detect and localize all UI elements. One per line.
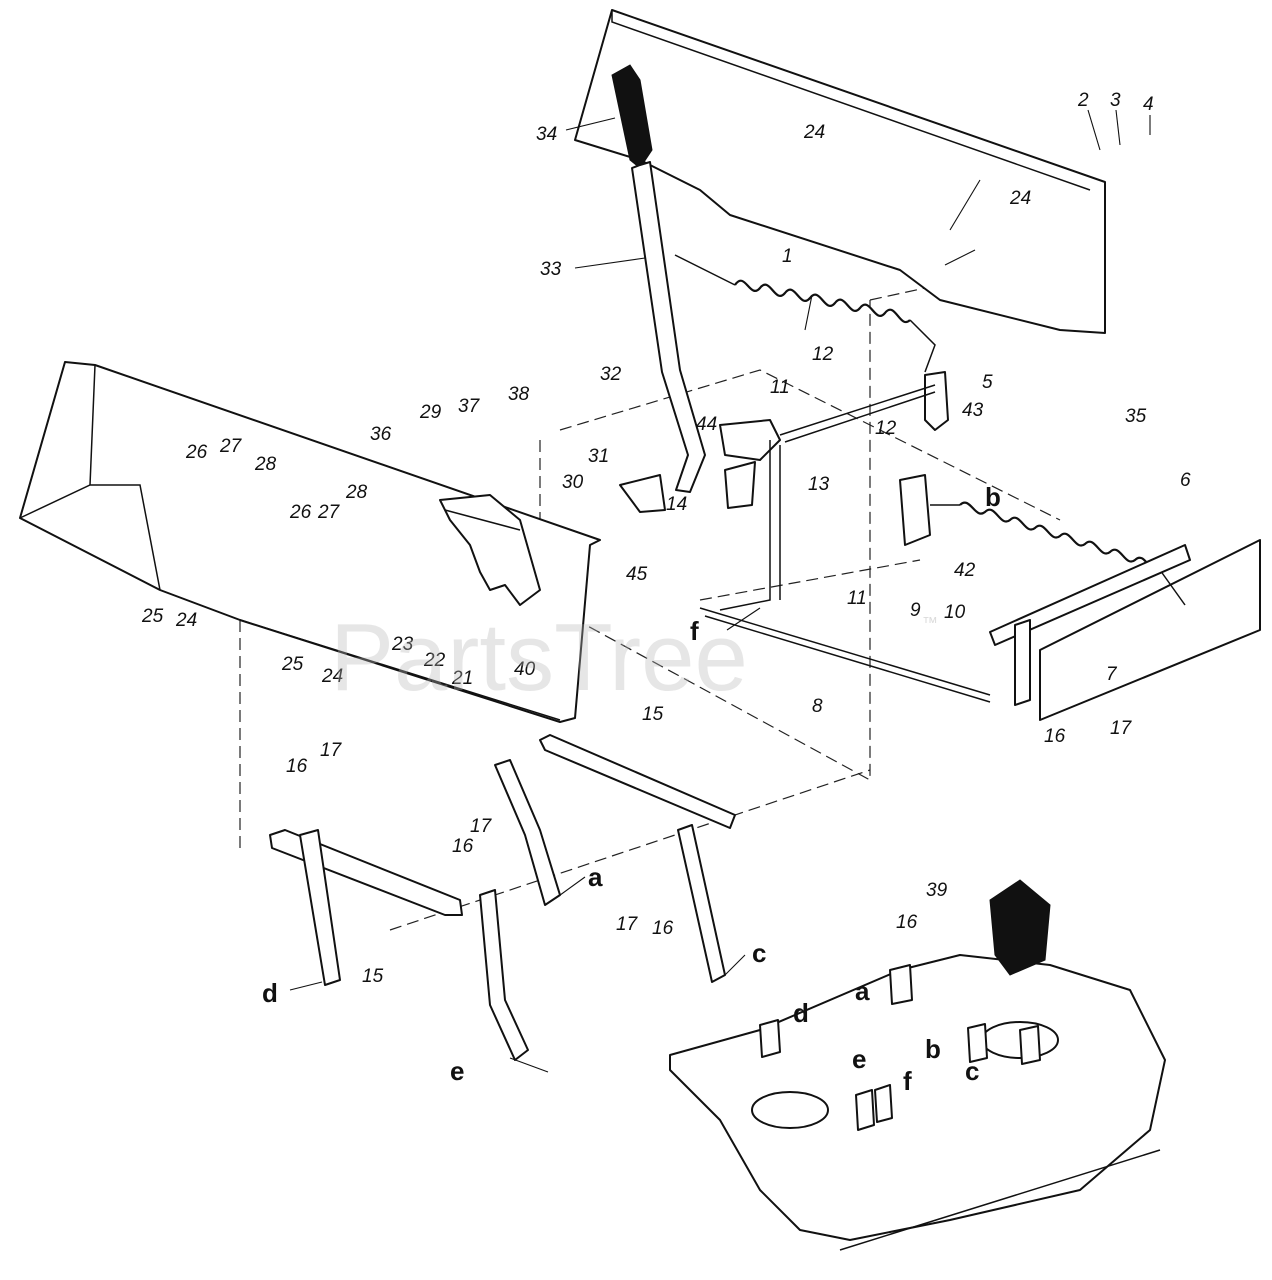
connection-letters: a a b b c c d d e e f f xyxy=(262,482,1001,1096)
callout-6: 6 xyxy=(1180,470,1191,491)
leader-lines xyxy=(289,109,1151,1073)
upper-panel xyxy=(574,9,1106,334)
callout-11a: 11 xyxy=(770,377,790,398)
center-linkage xyxy=(619,419,991,703)
lift-arm xyxy=(779,371,949,443)
callout-37: 37 xyxy=(458,396,481,417)
callout-3: 3 xyxy=(1110,90,1121,111)
callout-17c: 17 xyxy=(616,914,639,935)
letter-d-deck: d xyxy=(793,998,809,1028)
callout-39: 39 xyxy=(926,880,948,901)
letter-d-arm: d xyxy=(262,978,278,1008)
left-side-panel xyxy=(19,361,601,723)
callout-16e: 16 xyxy=(896,912,918,933)
callout-45: 45 xyxy=(626,564,648,585)
callout-12b: 12 xyxy=(875,418,897,439)
callout-26b: 26 xyxy=(289,502,312,523)
lift-spring xyxy=(674,254,936,373)
callout-27a: 27 xyxy=(219,436,243,457)
callout-25a: 25 xyxy=(141,606,164,627)
callout-28a: 28 xyxy=(254,454,277,475)
callout-27b: 27 xyxy=(317,502,341,523)
letter-b-deck: b xyxy=(925,1034,941,1064)
callout-21: 21 xyxy=(451,668,473,689)
letter-a-deck: a xyxy=(855,976,870,1006)
callout-30: 30 xyxy=(562,472,584,493)
callout-24c: 24 xyxy=(175,610,197,631)
callout-29: 29 xyxy=(419,402,442,423)
callout-17a: 17 xyxy=(320,740,343,761)
callout-24b: 24 xyxy=(1009,188,1031,209)
callout-8: 8 xyxy=(812,696,823,717)
height-quadrant xyxy=(439,494,541,606)
lower-linkage xyxy=(269,734,736,1061)
callout-40: 40 xyxy=(514,659,536,680)
mower-deck xyxy=(669,879,1166,1251)
callout-13: 13 xyxy=(808,474,830,495)
callout-26a: 26 xyxy=(185,442,208,463)
callout-10: 10 xyxy=(944,602,966,623)
callout-42: 42 xyxy=(954,560,976,581)
callout-31: 31 xyxy=(588,446,609,467)
callout-33: 33 xyxy=(540,259,562,280)
watermark-trademark: ™ xyxy=(922,615,938,632)
callout-5: 5 xyxy=(982,372,993,393)
callout-34: 34 xyxy=(536,124,557,145)
callout-15a: 15 xyxy=(642,704,664,725)
part-callouts: 1 2 3 4 5 6 7 8 9 10 11 11 12 12 13 14 1… xyxy=(141,90,1191,987)
callout-32: 32 xyxy=(600,364,622,385)
letter-b-spring: b xyxy=(985,482,1001,512)
letter-c-deck: c xyxy=(965,1056,979,1086)
callout-16a: 16 xyxy=(286,756,308,777)
callout-22: 22 xyxy=(423,650,446,671)
callout-7: 7 xyxy=(1106,664,1118,685)
callout-17b: 17 xyxy=(470,816,493,837)
callout-9: 9 xyxy=(910,600,921,621)
callout-28b: 28 xyxy=(345,482,368,503)
callout-17d: 17 xyxy=(1110,718,1133,739)
callout-25b: 25 xyxy=(281,654,304,675)
callout-1: 1 xyxy=(782,246,793,267)
callout-43: 43 xyxy=(962,400,984,421)
partstree-watermark: PartsTree ™ xyxy=(330,604,938,711)
callout-16b: 16 xyxy=(452,836,474,857)
letter-c-arm: c xyxy=(752,938,766,968)
letter-e-arm: e xyxy=(450,1056,464,1086)
callout-2: 2 xyxy=(1077,90,1089,111)
callout-16c: 16 xyxy=(652,918,674,939)
callout-16d: 16 xyxy=(1044,726,1066,747)
letter-a-arm: a xyxy=(588,862,603,892)
callout-24a: 24 xyxy=(803,122,825,143)
callout-24d: 24 xyxy=(321,666,343,687)
callout-11b: 11 xyxy=(847,588,867,609)
letter-f-deck: f xyxy=(903,1066,912,1096)
callout-36: 36 xyxy=(370,424,392,445)
callout-23: 23 xyxy=(391,634,414,655)
callout-35: 35 xyxy=(1125,406,1147,427)
callout-14: 14 xyxy=(666,494,687,515)
lift-lever xyxy=(611,64,706,493)
right-linkage xyxy=(899,474,1261,721)
callout-44: 44 xyxy=(696,414,717,435)
callout-38: 38 xyxy=(508,384,530,405)
letter-e-deck: e xyxy=(852,1044,866,1074)
callout-15b: 15 xyxy=(362,966,384,987)
watermark-text: PartsTree xyxy=(330,604,748,711)
callout-4: 4 xyxy=(1143,94,1154,115)
callout-12a: 12 xyxy=(812,344,834,365)
letter-f-rod: f xyxy=(690,616,699,646)
